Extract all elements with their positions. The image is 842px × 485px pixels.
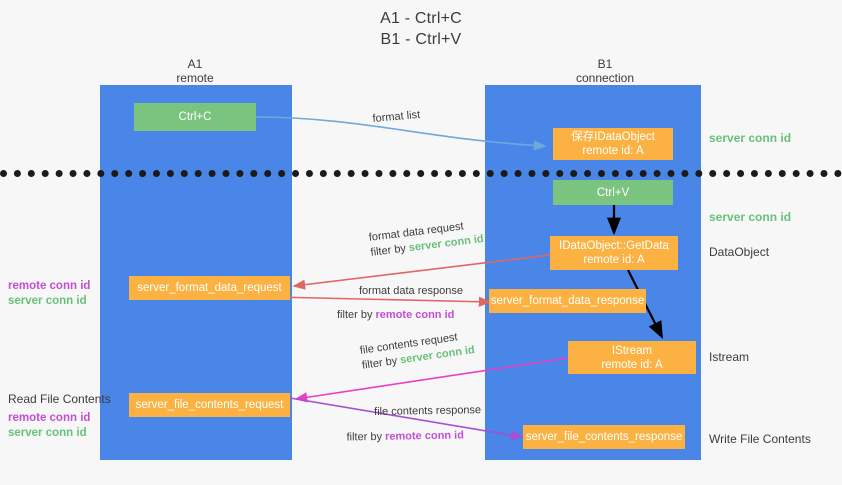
column-header-a1-name: A1	[187, 57, 203, 71]
box-server-format-data-response[interactable]: server_format_data_response	[489, 289, 646, 313]
box-server-format-data-request-label: server_format_data_request	[137, 282, 282, 294]
box-server-file-contents-response-label: server_file_contents_response	[525, 431, 683, 443]
box-save-dataobject-line1: 保存IDataObject	[571, 131, 655, 143]
label-write-file-contents: Write File Contents	[709, 432, 811, 446]
box-server-format-data-response-label: server_format_data_response	[490, 295, 645, 307]
page-title-line1: A1 - Ctrl+C	[380, 10, 462, 27]
box-server-file-contents-response[interactable]: server_file_contents_response	[523, 425, 685, 449]
label-server-conn-id-top: server conn id	[709, 131, 792, 145]
box-getdata[interactable]: IDataObject::GetData remote id: A	[550, 236, 678, 270]
column-header-a1: A1 remote	[140, 57, 250, 85]
edge-label-file-contents-response-line2: filter by remote conn id	[346, 429, 465, 444]
legend-server-conn-id-2: server conn id	[8, 427, 87, 439]
edge-label-format-list: format list	[372, 108, 421, 125]
box-save-dataobject-line2: remote id: A	[582, 145, 644, 157]
edge-label-file-contents-response: file contents response filter by remote …	[346, 403, 482, 445]
legend-file-contents: remote conn id server conn id	[8, 411, 90, 441]
page-title-line2: B1 - Ctrl+V	[380, 31, 462, 48]
label-read-file-contents: Read File Contents	[8, 392, 111, 406]
box-ctrl-v-label: Ctrl+V	[596, 186, 630, 199]
box-server-format-data-request[interactable]: server_format_data_request	[129, 276, 290, 300]
column-header-b1-name: B1	[597, 57, 613, 71]
label-server-conn-id-second: server conn id	[709, 210, 792, 224]
box-istream-line1: IStream	[611, 344, 653, 357]
box-ctrl-v[interactable]: Ctrl+V	[553, 180, 673, 205]
column-header-b1: B1 connection	[540, 57, 670, 85]
label-dataobject: DataObject	[709, 245, 770, 259]
column-header-a1-sub: remote	[176, 71, 214, 85]
edge-label-file-contents-response-line1: file contents response	[374, 404, 482, 418]
edge-label-file-contents-request: file contents request filter by server c…	[359, 328, 476, 374]
box-save-dataobject[interactable]: 保存IDataObject remote id: A	[553, 128, 673, 160]
box-server-file-contents-request[interactable]: server_file_contents_request	[129, 393, 290, 417]
legend-server-conn-id-1: server conn id	[8, 295, 87, 307]
phase-divider	[0, 170, 842, 177]
box-istream[interactable]: IStream remote id: A	[568, 341, 696, 374]
box-getdata-line1: IDataObject::GetData	[559, 240, 669, 252]
edge-label-format-data-response-line1: format data response	[359, 285, 463, 297]
box-server-file-contents-request-label: server_file_contents_request	[135, 399, 284, 411]
edge-label-format-data-request: format data request filter by server con…	[368, 217, 485, 261]
edge-label-format-data-response-line2: filter by remote conn id	[337, 309, 455, 321]
box-ctrl-c[interactable]: Ctrl+C	[134, 103, 256, 131]
box-getdata-line2: remote id: A	[583, 254, 645, 266]
box-ctrl-c-label: Ctrl+C	[178, 111, 212, 123]
legend-remote-conn-id-2: remote conn id	[8, 412, 91, 424]
legend-remote-conn-id-1: remote conn id	[8, 280, 91, 292]
box-istream-line2: remote id: A	[601, 358, 663, 371]
edge-label-format-data-response: format data response filter by remote co…	[337, 284, 463, 323]
legend-format-data: remote conn id server conn id	[8, 279, 90, 309]
label-istream: Istream	[709, 350, 750, 364]
column-header-b1-sub: connection	[575, 71, 635, 85]
